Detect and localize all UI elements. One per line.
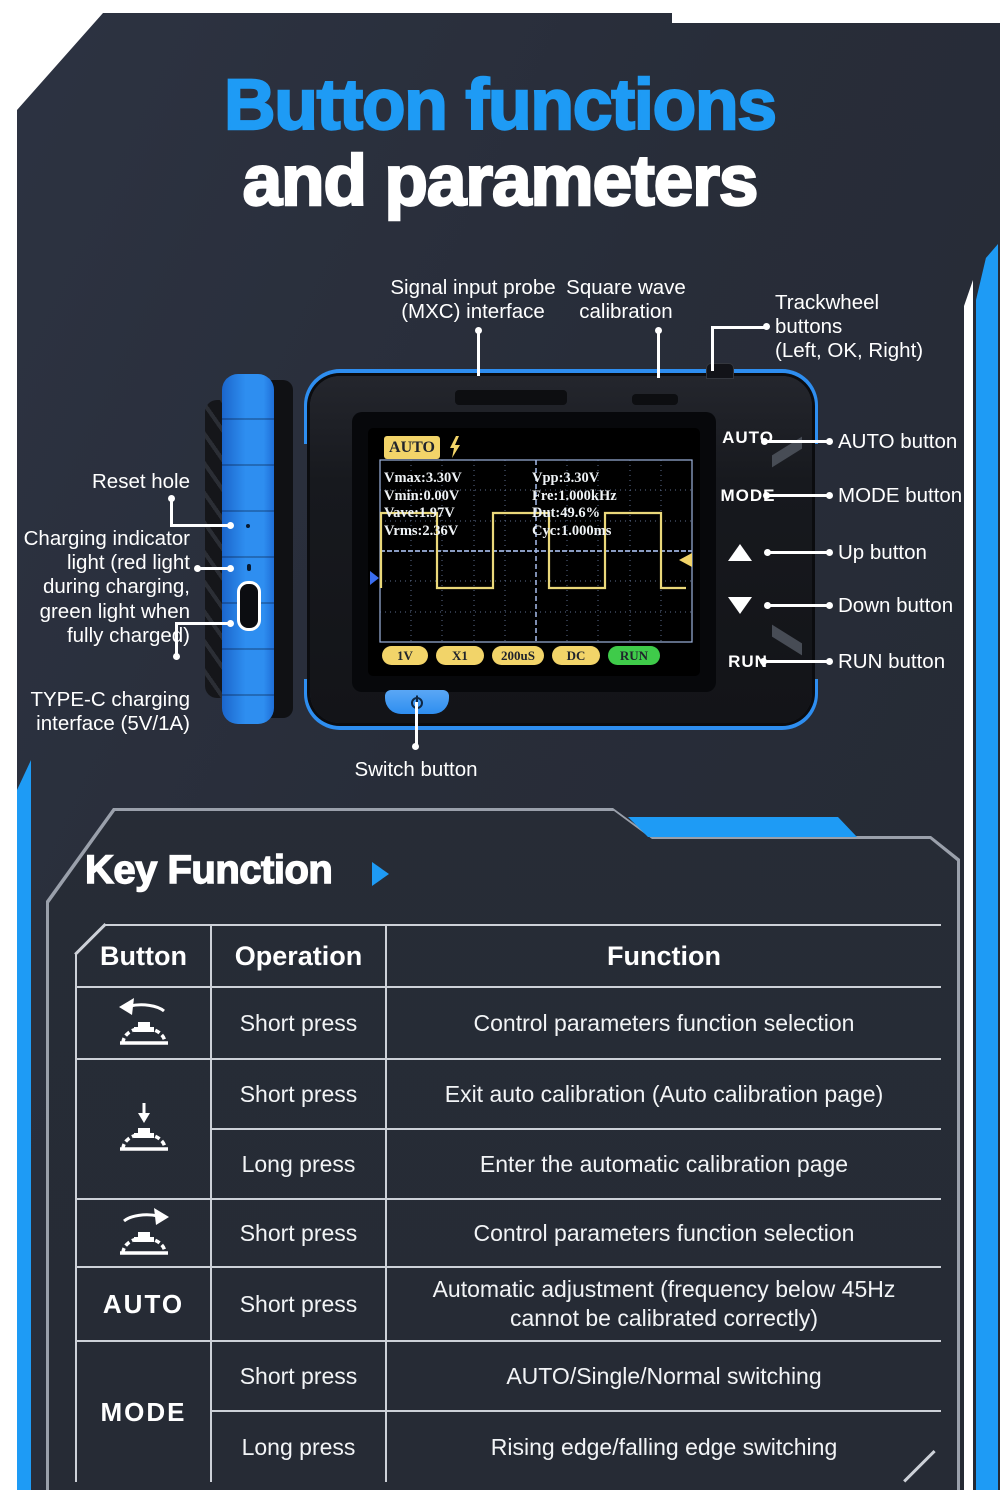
up-button — [728, 544, 752, 561]
measurements-right: Vpp:3.30V Fre:1.000kHz Dut:49.6% Cyc:1.0… — [532, 470, 617, 540]
right-edge-white-stripe — [964, 280, 973, 1490]
page-title-line1: Button functions — [223, 66, 778, 145]
lightning-bolt-icon — [450, 436, 460, 458]
charging-indicator-led — [247, 564, 251, 571]
table-row: MODE Short press AUTO/Single/Normal swit… — [76, 1341, 942, 1411]
page-title-line2: and parameters — [241, 142, 759, 221]
mode-button: MODE — [720, 486, 776, 505]
table-row: Short press Control parameters function … — [76, 1199, 942, 1267]
operation-cell: Long press — [211, 1129, 386, 1199]
operation-cell: Short press — [211, 1199, 386, 1267]
table-header-row: Button Operation Function — [76, 925, 942, 987]
function-cell: Control parameters function selection — [386, 1199, 942, 1267]
header-operation: Operation — [211, 925, 386, 987]
key-function-arrow-icon — [372, 862, 389, 886]
measurements-left: Vmax:3.30V Vmin:0.00V Vave:1.97V Vrms:2.… — [384, 470, 462, 540]
table-row: Short press Control parameters function … — [76, 987, 942, 1059]
callout-down-button: Down button — [838, 594, 954, 617]
measurement: Fre:1.000kHz — [532, 487, 617, 504]
mode-button-label: MODE — [76, 1341, 211, 1483]
auto-button: AUTO — [722, 428, 774, 447]
operation-cell: Short press — [211, 1059, 386, 1129]
device-front-view: AUTO Vmax:3.30V Vmin:0.00V Vave:1.97V Vr… — [304, 363, 818, 730]
trackwheel-rotate-left-icon — [76, 987, 211, 1059]
header-function: Function — [386, 925, 942, 987]
trackwheel-rotate-right-icon — [76, 1199, 211, 1267]
measurement: Vrms:2.36V — [384, 522, 459, 539]
signal-probe-connector — [455, 390, 567, 405]
function-cell: Automatic adjustment (frequency below 45… — [386, 1267, 942, 1341]
device-side-blue-frame — [222, 374, 274, 724]
type-c-port — [237, 581, 261, 631]
device-side-view — [203, 374, 295, 724]
measurement: Dut:49.6% — [532, 505, 601, 521]
measurement: Vmin:0.00V — [384, 487, 460, 504]
operation-cell: Short press — [211, 987, 386, 1059]
graticule-and-waveform — [370, 459, 693, 643]
callout-up-button: Up button — [838, 541, 927, 564]
device-blue-rim-top — [304, 369, 818, 444]
trigger-arrow-icon — [679, 553, 692, 567]
table-row: AUTO Short press Automatic adjustment (f… — [76, 1267, 942, 1341]
measurement: Vmax:3.30V — [384, 470, 462, 486]
callout-auto-button: AUTO button — [838, 430, 958, 453]
callout-reset-hole: Reset hole — [91, 470, 190, 493]
auto-button-label: AUTO — [76, 1267, 211, 1341]
measurement: Cyc:1.000ms — [532, 522, 612, 539]
function-cell: Rising edge/falling edge switching — [386, 1411, 942, 1483]
channel-marker-icon — [370, 571, 379, 585]
operation-cell: Short press — [211, 1267, 386, 1341]
screen-mode-badge: AUTO — [384, 436, 440, 459]
key-function-heading: Key Function — [84, 847, 333, 892]
callout-charging-indicator: Charging indicator light (red light duri… — [23, 527, 190, 647]
callout-typec: TYPE-C charging interface (5V/1A) — [30, 688, 190, 736]
operation-cell: Short press — [211, 1341, 386, 1411]
chip-volts: 1V — [382, 646, 428, 665]
function-cell: AUTO/Single/Normal switching — [386, 1341, 942, 1411]
operation-cell: Long press — [211, 1411, 386, 1483]
key-function-table: Button Operation Function Short press — [75, 924, 941, 1482]
chip-coupling: DC — [552, 646, 600, 665]
callout-run-button: RUN button — [838, 650, 946, 673]
trackwheel-press-icon — [76, 1059, 211, 1199]
header-button: Button — [76, 925, 211, 987]
device-side-frame-lines — [222, 374, 274, 724]
callout-trackwheel: Trackwheel buttons (Left, OK, Right) — [775, 291, 924, 363]
run-button: RUN — [728, 652, 768, 671]
left-edge-blue-stripe — [17, 760, 31, 1490]
panel-blue-accent — [628, 817, 857, 837]
callout-square-wave: Square wave calibration — [566, 276, 686, 324]
device-blue-rim-bottom — [304, 679, 818, 730]
chip-run-status: RUN — [608, 646, 660, 665]
table-row: Long press Enter the automatic calibrati… — [76, 1129, 942, 1199]
callout-switch-button: Switch button — [354, 758, 478, 781]
down-button — [728, 597, 752, 614]
callout-mode-button: MODE button — [838, 484, 963, 507]
measurement: Vave:1.97V — [384, 505, 455, 521]
function-cell: Control parameters function selection — [386, 987, 942, 1059]
chip-probe: X1 — [436, 646, 484, 665]
right-edge-blue-stripe — [976, 244, 998, 1490]
reset-hole — [246, 524, 250, 528]
square-wave-trace — [379, 511, 686, 590]
table-row: Short press Exit auto calibration (Auto … — [76, 1059, 942, 1129]
oscilloscope-screen: AUTO Vmax:3.30V Vmin:0.00V Vave:1.97V Vr… — [368, 428, 700, 676]
measurement: Vpp:3.30V — [532, 470, 600, 486]
function-cell: Enter the automatic calibration page — [386, 1129, 942, 1199]
square-wave-calibration-pin — [632, 394, 678, 405]
callout-signal-probe: Signal input probe (MXC) interface — [390, 276, 556, 324]
chip-timebase: 200uS — [492, 646, 544, 665]
function-cell: Exit auto calibration (Auto calibration … — [386, 1059, 942, 1129]
